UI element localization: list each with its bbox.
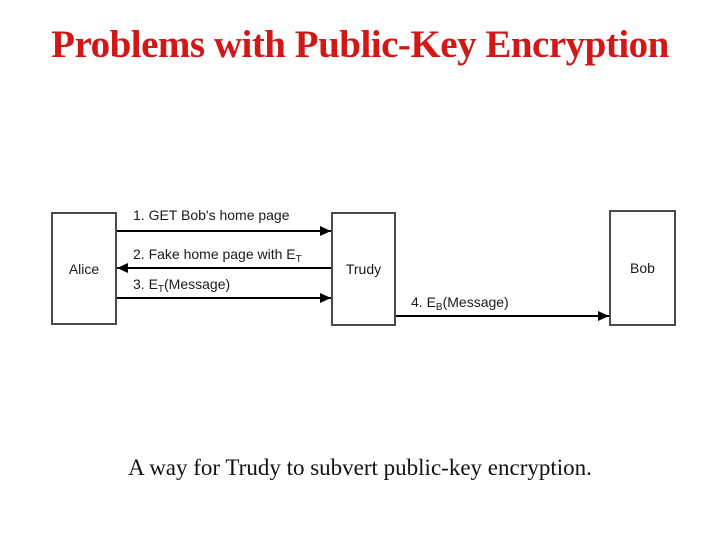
message-4-subscript: B: [435, 302, 443, 313]
message-2-text: 2. Fake home page with E: [133, 246, 296, 262]
message-4-suffix: (Message): [442, 294, 509, 310]
message-4-text: 4. E: [411, 294, 436, 310]
actor-label-trudy: Trudy: [345, 261, 382, 277]
arrow-alice-to-trudy-1: [117, 226, 331, 236]
message-label-4: 4. EB(Message): [411, 294, 509, 313]
arrow-alice-to-trudy-3: [117, 293, 331, 303]
slide-caption: A way for Trudy to subvert public-key en…: [128, 455, 592, 480]
message-label-1: 1. GET Bob's home page: [133, 207, 290, 223]
message-2-subscript: T: [295, 254, 302, 265]
arrowhead-right-icon: [320, 226, 331, 236]
actor-label-bob: Bob: [630, 260, 655, 276]
message-label-3: 3. ET(Message): [133, 276, 231, 295]
arrow-trudy-to-alice-2: [117, 263, 331, 273]
arrowhead-right-icon: [320, 293, 331, 303]
actor-label-alice: Alice: [68, 260, 100, 277]
actor-box-trudy: Trudy: [331, 212, 396, 326]
message-1-text: 1. GET Bob's home page: [133, 207, 290, 223]
message-3-text: 3. E: [133, 276, 158, 292]
actor-box-bob: Bob: [609, 210, 676, 326]
arrow-trudy-to-bob-4: [396, 311, 609, 321]
arrowhead-right-icon: [598, 311, 609, 321]
actor-box-alice: Alice: [51, 212, 117, 325]
arrowhead-left-icon: [117, 263, 128, 273]
slide-title: Problems with Public-Key Encryption: [51, 23, 669, 66]
message-label-2: 2. Fake home page with ET: [133, 246, 302, 265]
message-3-suffix: (Message): [164, 276, 231, 292]
message-3-subscript: T: [157, 284, 165, 295]
